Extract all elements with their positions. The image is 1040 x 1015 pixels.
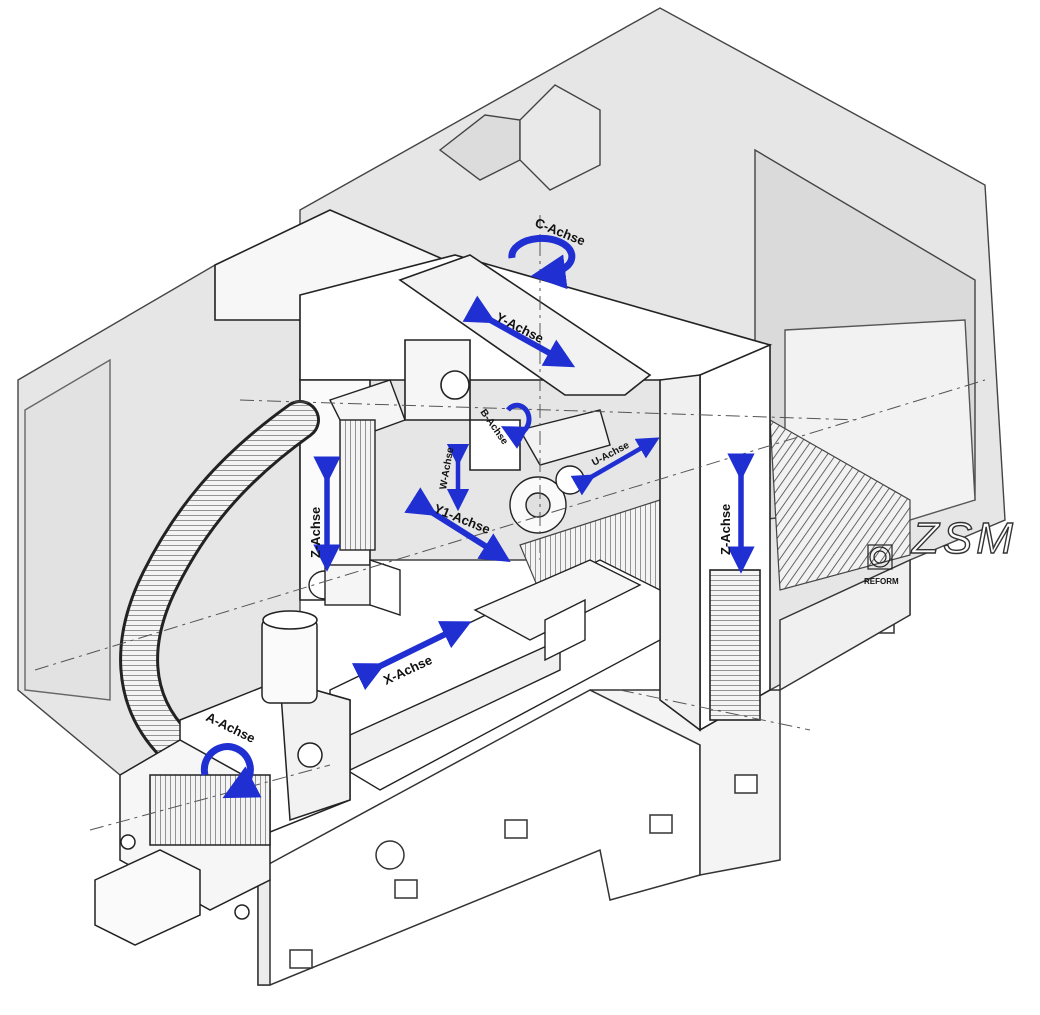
label-z-axis-left: Z-Achse (308, 507, 323, 558)
cable-chain (119, 400, 320, 765)
x-axis-arrow (351, 621, 472, 691)
y-axis-arrow (462, 295, 576, 368)
machine-table (329, 559, 661, 791)
machine-base (257, 558, 911, 986)
u-axis-arrow (570, 437, 660, 496)
y1-axis-arrow (404, 487, 511, 562)
c-axis-arrow (508, 234, 576, 290)
reform-logo (867, 544, 893, 570)
a-axis-arrow (200, 743, 262, 799)
axis-arrows (200, 234, 755, 799)
a-axis-unit (94, 610, 351, 946)
maker-name: REFORM (864, 577, 899, 586)
b-axis-arrow (500, 402, 532, 449)
model-name: ZSM (911, 514, 1017, 563)
label-z-axis-right: Z-Achse (718, 504, 733, 555)
brand-area: ZSM REFORM (864, 513, 1017, 586)
workpiece-spindle (308, 379, 406, 616)
